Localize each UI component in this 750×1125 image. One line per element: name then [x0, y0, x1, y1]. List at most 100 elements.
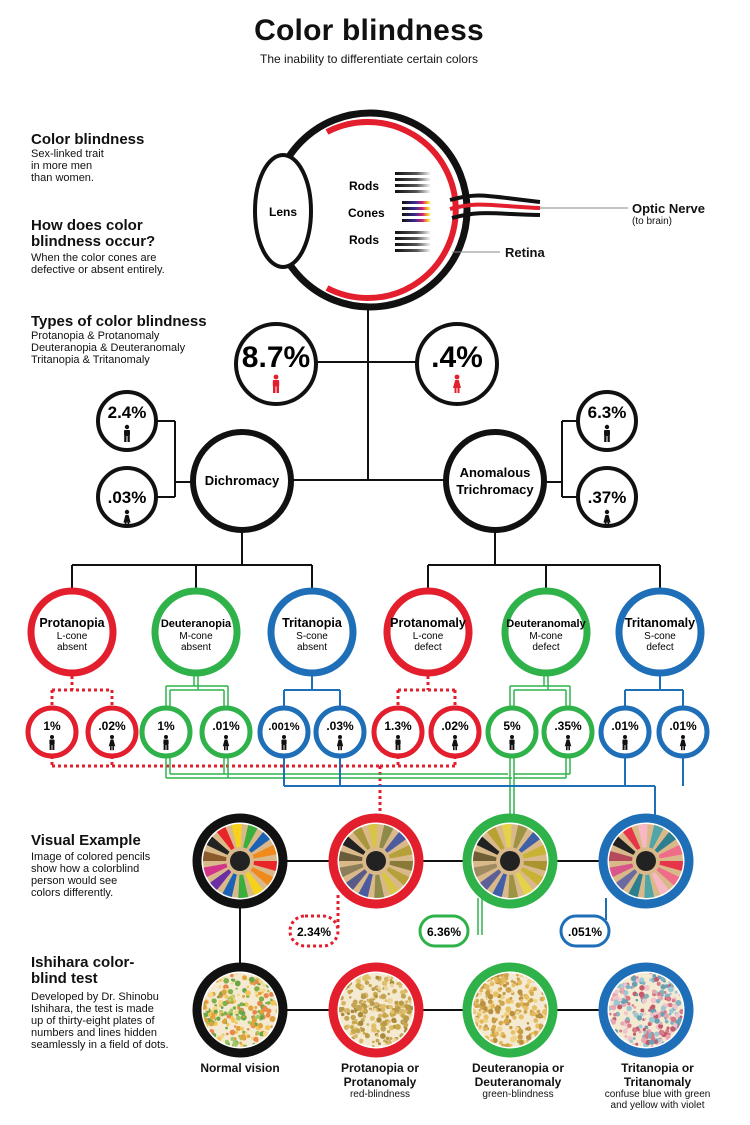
- ishihara-tritan-plate: [598, 962, 694, 1058]
- section-line: up of thirty-eight plates of: [31, 1015, 155, 1027]
- type-female-value: .02%: [441, 719, 469, 733]
- male-figure-icon: [163, 735, 169, 750]
- anomalous-male-value: 6.3%: [588, 403, 627, 422]
- male-figure-icon: [395, 735, 401, 750]
- female-figure-icon: [679, 735, 687, 751]
- type-female-percent: .01%: [199, 705, 253, 759]
- total-female-value: .4%: [431, 341, 483, 374]
- type-male-percent: .001%: [257, 705, 311, 759]
- type-female-percent: .02%: [428, 705, 482, 759]
- dichromacy-node: Dichromacy: [190, 429, 294, 533]
- section-line: person would see: [31, 875, 118, 887]
- type-detail: L-cone: [413, 631, 444, 642]
- pencils-normal-image: [192, 813, 288, 909]
- section-line: When the color cones are: [31, 252, 157, 264]
- section-line: Protanopia & Protanomaly: [31, 330, 160, 342]
- type-female-value: .02%: [98, 719, 126, 733]
- type-detail: defect: [532, 642, 559, 653]
- type-male-percent: 5%: [485, 705, 539, 759]
- section-heading: Visual Example: [31, 832, 141, 849]
- lens-label: Lens: [269, 205, 297, 219]
- eye-diagram: Lens Rods Cones Rods: [253, 109, 628, 311]
- type-detail: L-cone: [57, 631, 88, 642]
- section-line: Deuteranopia & Deuteranomaly: [31, 342, 186, 354]
- ishihara-normal-plate: [192, 962, 288, 1058]
- type-male-value: .001%: [268, 721, 299, 733]
- type-male-value: 1.3%: [384, 719, 412, 733]
- type-name: Tritanopia: [282, 616, 343, 630]
- section-line: Ishihara, the test is made: [31, 1003, 154, 1015]
- dichromacy-male-node: 2.4%: [96, 390, 158, 452]
- type-detail: S-cone: [644, 631, 676, 642]
- type-detail: M-cone: [179, 631, 213, 642]
- male-figure-icon: [49, 735, 55, 750]
- type-male-value: 1%: [157, 719, 175, 733]
- type-female-percent: .03%: [313, 705, 367, 759]
- female-figure-icon: [222, 735, 230, 751]
- bottom-deutan-label: Deuteranopia or Deuteranomaly green-blin…: [471, 1061, 564, 1100]
- type-female-value: .03%: [326, 719, 354, 733]
- pencils-protan-image: [328, 813, 424, 909]
- anomalous-female-value: .37%: [588, 488, 627, 507]
- type-detail: absent: [181, 642, 211, 653]
- section-line: than women.: [31, 172, 94, 184]
- section-line: show how a colorblind: [31, 863, 140, 875]
- ishihara-protan-plate: [328, 962, 424, 1058]
- pencils-deutan-image: [462, 813, 558, 909]
- type-detail: defect: [646, 642, 673, 653]
- optic-nerve-title: Optic Nerve: [632, 201, 705, 216]
- cones-label: Cones: [348, 206, 385, 220]
- combined-green-node: 6.36%: [418, 914, 470, 948]
- total-female-node: .4%: [415, 322, 499, 406]
- ishihara-deutan-plate: [462, 962, 558, 1058]
- type-male-percent: .01%: [598, 705, 652, 759]
- section-heading: blind test: [31, 970, 98, 987]
- section-line: Tritanopia & Tritanomaly: [31, 354, 150, 366]
- female-figure-icon: [603, 509, 611, 527]
- optic-nerve-shape: [449, 193, 541, 204]
- section-heading: Color blindness: [31, 131, 145, 148]
- bottom-protan-label: Protanopia or Protanomaly red-blindness: [340, 1061, 419, 1100]
- bottom-tritan-label: Tritanopia or Tritanomaly confuse blue w…: [604, 1061, 711, 1111]
- dichromacy-male-value: 2.4%: [108, 403, 147, 422]
- type-female-value: .01%: [669, 719, 697, 733]
- anomalous-trichromacy-node: Anomalous Trichromacy: [443, 429, 547, 533]
- total-male-node: 8.7%: [234, 322, 318, 406]
- bottom-normal-label: Normal vision: [200, 1061, 280, 1075]
- female-figure-icon: [123, 509, 131, 527]
- type-name: Protanopia: [39, 616, 105, 630]
- section-line: Developed by Dr. Shinobu: [31, 991, 159, 1003]
- combined-red-value: 2.34%: [297, 925, 331, 939]
- female-figure-icon: [451, 735, 459, 751]
- section-how-occur: How does color blindness occur? When the…: [31, 217, 165, 277]
- male-figure-icon: [124, 424, 130, 442]
- section-line: seamlessly in a field of dots.: [31, 1039, 169, 1051]
- section-line: Image of colored pencils: [31, 851, 151, 863]
- female-figure-icon: [564, 735, 572, 751]
- type-male-percent: 1%: [139, 705, 193, 759]
- section-color-blindness: Color blindness Sex-linked trait in more…: [31, 131, 145, 185]
- section-visual-example: Visual Example Image of colored pencils …: [31, 832, 151, 900]
- type-male-value: 1%: [43, 719, 61, 733]
- combined-green-value: 6.36%: [427, 925, 461, 939]
- male-figure-icon: [604, 424, 610, 442]
- cones-icon: [402, 201, 431, 222]
- anomalous-label-line2: Trichromacy: [456, 482, 534, 497]
- optic-nerve-label: Optic Nerve (to brain): [632, 201, 705, 227]
- type-detail: absent: [297, 642, 327, 653]
- section-types: Types of color blindness Protanopia & Pr…: [31, 314, 207, 367]
- female-figure-icon: [336, 735, 344, 751]
- female-figure-icon: [453, 374, 461, 393]
- tree-connectors: [71, 307, 661, 1011]
- type-name: Deuteranomaly: [506, 618, 586, 630]
- combined-red-node: 2.34%: [288, 914, 340, 948]
- section-heading: How does color: [31, 217, 143, 234]
- rods-icon: [395, 231, 431, 252]
